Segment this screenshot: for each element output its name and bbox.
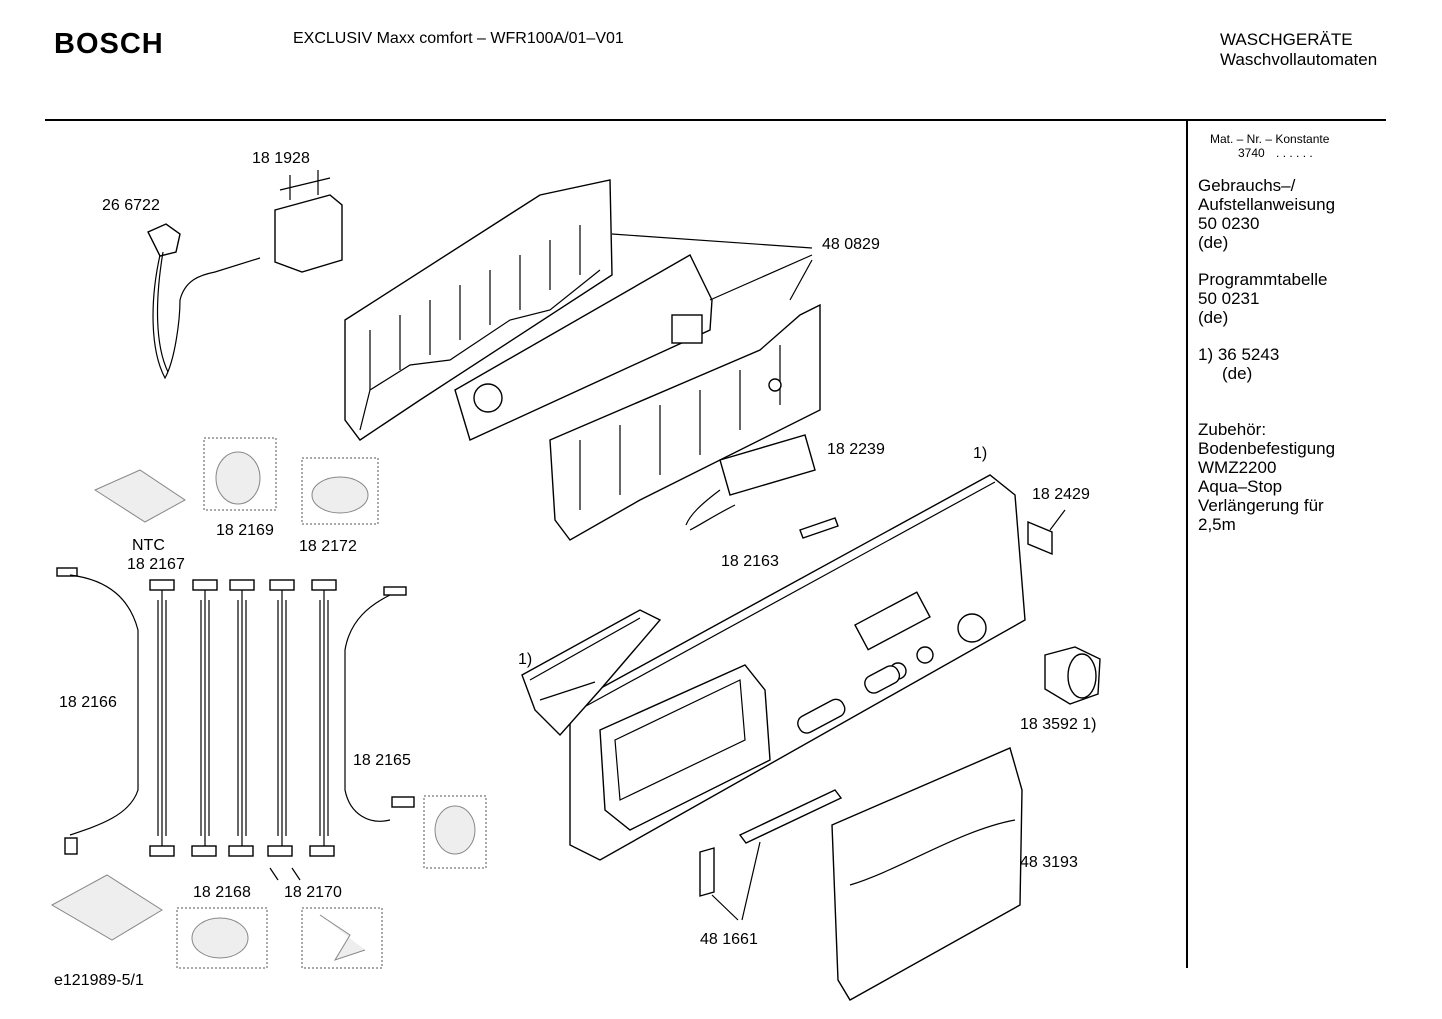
header-rule: [45, 119, 1386, 121]
label-note-seal: 1): [518, 651, 533, 668]
connector-part[interactable]: [799, 517, 839, 539]
label-ntc: NTC: [132, 537, 165, 554]
accessory-line5: 2,5m: [1198, 515, 1236, 534]
label-note-panel: 1): [973, 445, 988, 462]
label-480829: 48 0829: [822, 236, 880, 253]
mat-value-row: 3740 . . . . . .: [1198, 146, 1383, 160]
capacitor-part[interactable]: [274, 170, 343, 273]
accessory-title: Zubehör:: [1198, 420, 1267, 439]
label-266722: 26 6722: [102, 197, 160, 214]
accessory-line2: WMZ2200: [1198, 458, 1277, 477]
electronics-housing-right-part[interactable]: [549, 303, 821, 541]
drawer-cover-part[interactable]: [831, 747, 1023, 1001]
label-481661: 48 1661: [700, 931, 758, 948]
category-title: WASCHGERÄTE: [1220, 30, 1353, 49]
manual-lang: (de): [1198, 233, 1229, 252]
label-182170: 18 2170: [284, 884, 342, 901]
label-182166: 18 2166: [59, 694, 117, 711]
label-182168: 18 2168: [193, 884, 251, 901]
wire-harnesses[interactable]: [56, 567, 415, 857]
side-rule: [1186, 121, 1188, 968]
manual-line2: Aufstellanweisung: [1198, 195, 1336, 214]
reference-sketches: [50, 437, 487, 969]
document-id: e121989-5/1: [54, 972, 144, 989]
seal-part[interactable]: [521, 609, 662, 737]
accessory-line4: Verlängerung für: [1198, 496, 1324, 515]
label-182239: 18 2239: [827, 441, 885, 458]
display-part[interactable]: [685, 434, 816, 531]
model-title: EXCLUSIV Maxx comfort – WFR100A/01–V01: [293, 30, 624, 47]
label-182165: 18 2165: [353, 752, 411, 769]
program-lang: (de): [1198, 308, 1229, 327]
label-181928: 18 1928: [252, 150, 310, 167]
mat-title: Mat. – Nr. – Konstante: [1210, 132, 1330, 146]
label-182163: 18 2163: [721, 553, 779, 570]
program-knob-part[interactable]: [1044, 646, 1101, 705]
note-ref: 1) 36 5243: [1198, 345, 1280, 364]
subcategory-title: Waschvollautomaten: [1220, 50, 1378, 69]
label-483193: 48 3193: [1020, 854, 1078, 871]
mat-value: 3740: [1238, 146, 1265, 160]
mat-dots: . . . . . .: [1276, 146, 1313, 160]
power-cord-part[interactable]: [147, 223, 261, 380]
label-182429: 18 2429: [1032, 486, 1090, 503]
exploded-parts-drawing: [50, 170, 1101, 1001]
circuit-board-part[interactable]: [454, 254, 713, 441]
note-lang: (de): [1222, 364, 1253, 383]
electronics-housing-part[interactable]: [344, 179, 613, 441]
accessory-line3: Aqua–Stop: [1198, 477, 1283, 496]
control-panel-part[interactable]: [569, 474, 1026, 861]
side-panel: Mat. – Nr. – Konstante 3740 . . . . . . …: [1198, 132, 1383, 534]
latch-part[interactable]: [699, 789, 843, 921]
clip-part[interactable]: [1027, 509, 1066, 556]
label-183592: 18 3592 1): [1020, 716, 1097, 733]
manual-line1: Gebrauchs–/: [1198, 176, 1296, 195]
label-182169: 18 2169: [216, 522, 274, 539]
label-182172: 18 2172: [299, 538, 357, 555]
accessory-line1: Bodenbefestigung: [1198, 439, 1336, 458]
program-title: Programmtabelle: [1198, 270, 1328, 289]
program-number: 50 0231: [1198, 289, 1260, 308]
label-182167: 18 2167: [127, 556, 185, 573]
brand-logo: BOSCH: [54, 28, 164, 60]
manual-number: 50 0230: [1198, 214, 1260, 233]
